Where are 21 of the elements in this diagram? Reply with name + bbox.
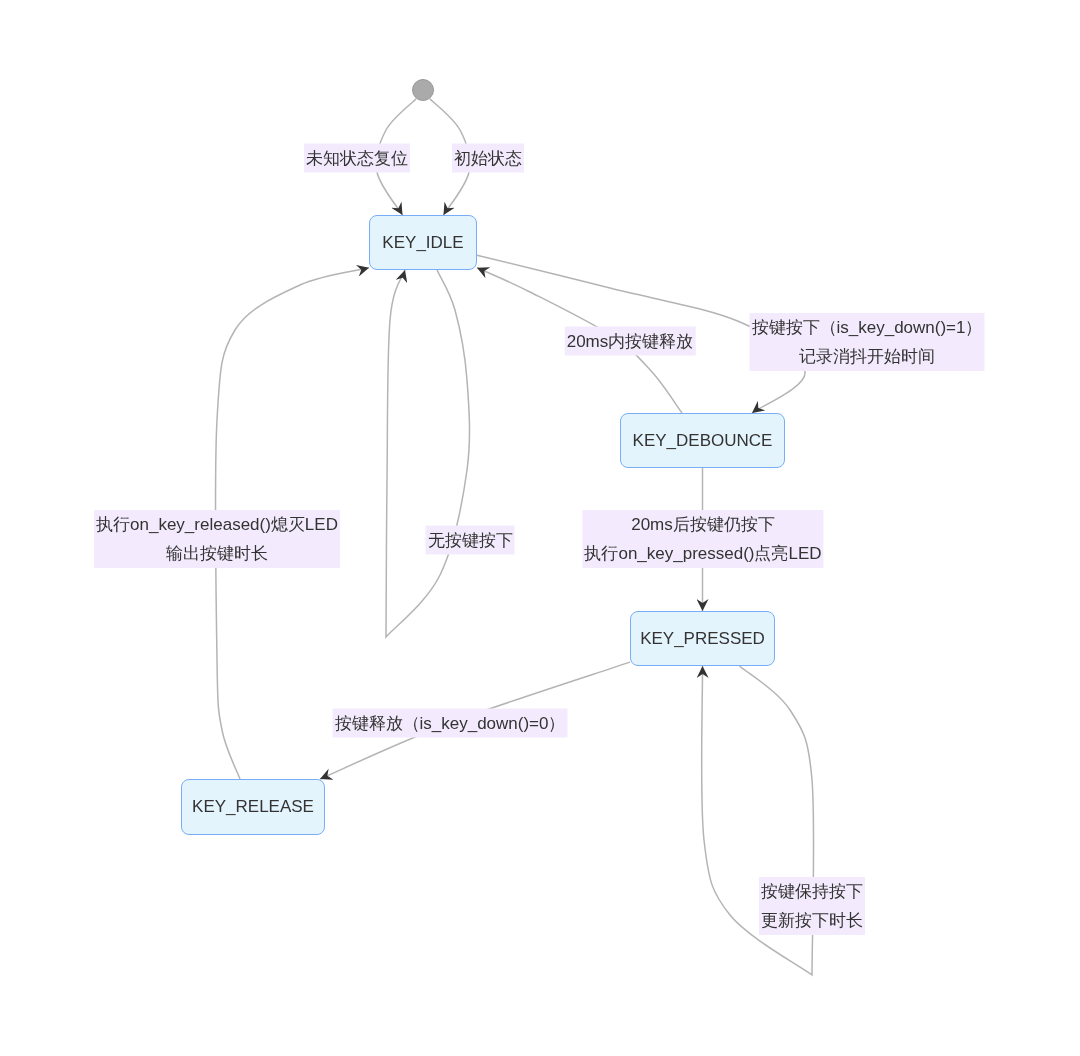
arrow <box>385 269 471 638</box>
state-box <box>369 215 477 270</box>
edge-label: 执行on_key_released()熄灭LED输出按键时长 <box>94 510 340 568</box>
edge-label: 按键保持按下更新按下时长 <box>759 877 865 935</box>
state-name: KEY_IDLE <box>382 231 464 254</box>
edge-label: 未知状态复位 <box>304 143 410 173</box>
state-name: KEY_PRESSED <box>640 627 765 650</box>
start-circle <box>412 79 434 101</box>
state-box <box>630 611 775 666</box>
state-name: KEY_RELEASE <box>192 796 314 818</box>
state-name: KEY_DEBOUNCE <box>632 429 773 452</box>
edge-label: 无按键按下 <box>425 525 515 555</box>
state-box <box>181 779 325 835</box>
arrow <box>214 264 370 780</box>
state-box <box>620 413 785 468</box>
edge-label: 20ms后按键仍按下执行on_key_pressed()点亮LED <box>582 510 824 568</box>
edge-label: 按键按下（is_key_down()=1）记录消抖开始时间 <box>749 313 985 371</box>
edge-label: 20ms内按键释放 <box>564 326 696 356</box>
edge-label: 按键释放（is_key_down()=0） <box>332 708 568 738</box>
arrow <box>696 665 815 976</box>
edge-label: 初始状态 <box>452 143 524 173</box>
